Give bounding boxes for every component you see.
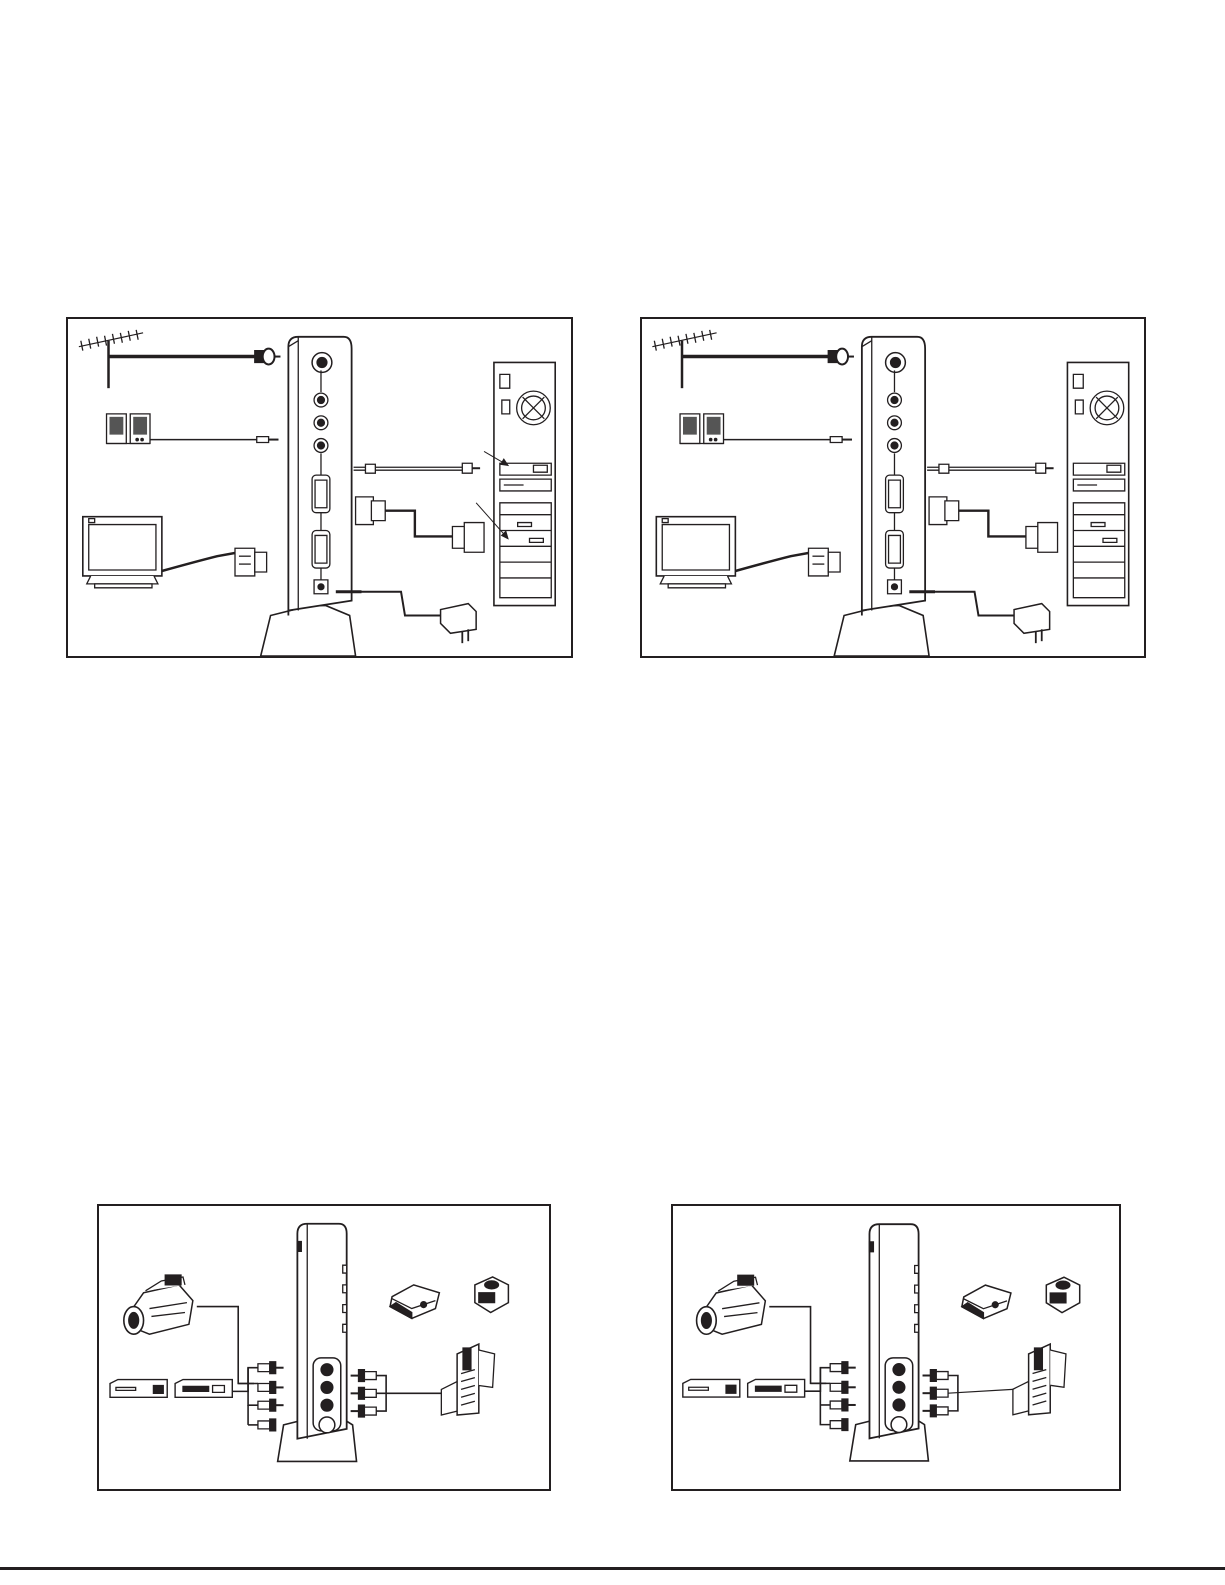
tv-box-icon: [261, 337, 356, 656]
power-adapter-icon: [336, 592, 476, 643]
antenna-icon: [652, 330, 830, 388]
connection-diagram-svg: [642, 319, 1144, 656]
tv-box-icon: [850, 1224, 929, 1461]
av-diagram-svg: [99, 1206, 549, 1489]
pc-tower-icon: [494, 362, 555, 605]
antenna-icon: [79, 330, 257, 388]
rca-plug-icon: [238, 1362, 283, 1431]
power-adapter-icon: [909, 592, 1049, 643]
camcorder-icon: [697, 1275, 827, 1383]
rca-plug-icon: [811, 1362, 856, 1431]
speakers-icon: [107, 414, 279, 444]
projector-icon: [962, 1285, 1011, 1318]
rca-plug-icon: [923, 1370, 1015, 1417]
av-connection-diagram: [97, 1204, 551, 1491]
game-console-icon: [475, 1277, 509, 1312]
tv-set-icon: [1013, 1344, 1066, 1415]
dvd-player-icon: [748, 1368, 831, 1397]
audio-cable: [927, 463, 1053, 473]
connection-diagram-pc: [66, 317, 573, 658]
vga-plug-icon: [809, 548, 841, 576]
rca-plug-icon: [351, 1370, 444, 1417]
connection-diagram-svg: [68, 319, 571, 656]
av-connection-diagram: [671, 1204, 1121, 1491]
pc-tower-icon: [1067, 362, 1128, 605]
connection-diagram-pc-alt: [640, 317, 1146, 658]
vcr-icon: [110, 1380, 167, 1398]
vga-cable-pc: [356, 497, 484, 552]
tv-box-icon: [278, 1224, 357, 1462]
monitor-icon: [83, 517, 239, 588]
dvd-player-icon: [175, 1368, 258, 1398]
game-console-icon: [1046, 1277, 1079, 1312]
camcorder-icon: [124, 1275, 254, 1383]
audio-cable: [354, 463, 480, 473]
projector-icon: [390, 1285, 439, 1319]
footer-rule: [0, 1567, 1225, 1570]
vcr-icon: [683, 1379, 740, 1397]
speakers-icon: [680, 414, 852, 444]
coax-plug-icon: [828, 349, 854, 365]
monitor-icon: [656, 517, 812, 588]
coax-plug-icon: [255, 349, 281, 365]
tv-set-icon: [441, 1344, 494, 1415]
av-diagram-svg: [673, 1206, 1119, 1489]
tv-box-icon: [834, 337, 929, 656]
vga-plug-icon: [235, 548, 267, 576]
vga-cable-pc: [929, 497, 1057, 552]
